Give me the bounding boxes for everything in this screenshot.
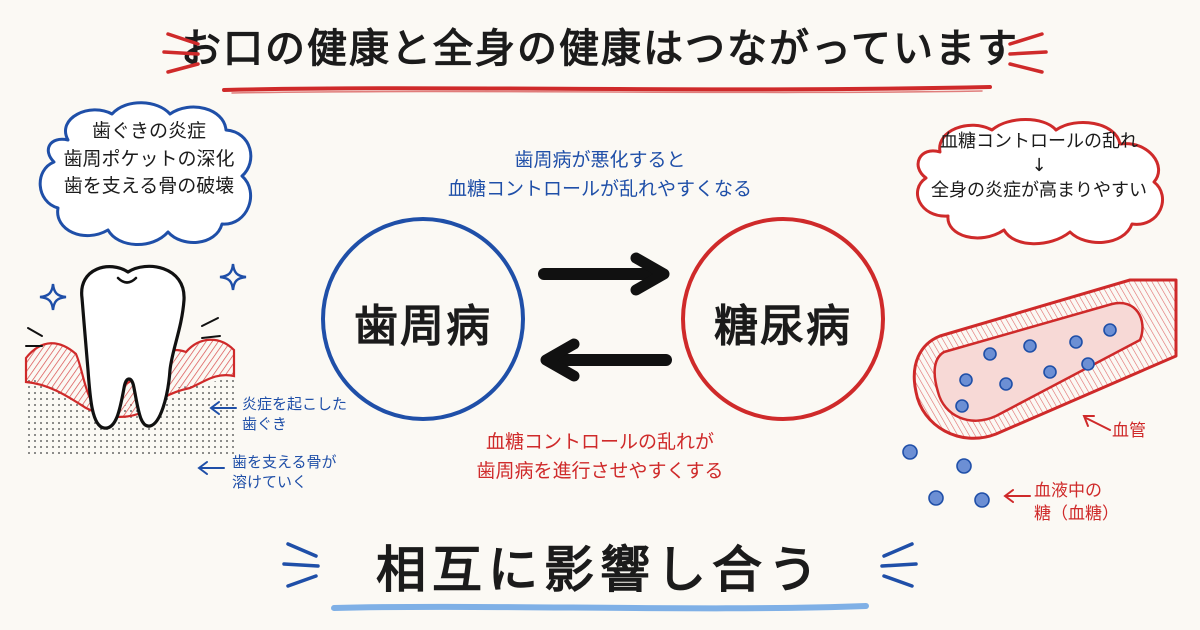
diabetes-circle (681, 217, 885, 421)
blood-vessel-icon (902, 278, 1178, 508)
periodontal-circle (321, 217, 525, 421)
gum-pointer-arrow (209, 401, 237, 415)
title-accent-left (162, 32, 200, 74)
tooth-shine-right (201, 317, 221, 339)
title-accent-right (1008, 32, 1048, 74)
sparkle-icon (39, 283, 67, 311)
arrow-left-icon (540, 338, 672, 382)
right-bubble-line1: 血糖コントロールの乱れ (940, 131, 1138, 152)
top-caption-line1: 歯周病が悪化すると (514, 149, 686, 171)
right-bubble-arrow: ↓ (1031, 155, 1047, 177)
top-caption-line2: 血糖コントロールが乱れやすくなる (447, 178, 752, 201)
periodontal-label: 歯周病 (354, 301, 492, 352)
bottom-accent-right (880, 542, 918, 588)
sugar-pointer-arrow (1003, 489, 1031, 503)
left-bubble-text: 歯ぐきの炎症 歯周ポケットの深化 歯を支える骨の破壊 (38, 118, 260, 201)
left-bubble-line: 歯ぐきの炎症 (91, 120, 206, 142)
title-underline (222, 85, 992, 94)
diabetes-label: 糖尿病 (714, 301, 852, 352)
bottom-caption-line2: 歯周病を進行させやすくする (476, 460, 724, 483)
arrow-right-icon (538, 252, 670, 296)
gum-label-line2: 歯ぐき (242, 415, 288, 434)
bone-pointer-arrow (197, 461, 225, 475)
left-bubble-line: 歯周ポケットの深化 (63, 147, 235, 170)
right-bubble-line2: 全身の炎症が高まりやすい (931, 179, 1147, 201)
right-bubble-text: 血糖コントロールの乱れ ↓ 全身の炎症が高まりやすい (910, 130, 1168, 203)
bone-label-line2: 溶けていく (232, 473, 308, 492)
sugar-label: 血液中の 糖（血糖） (1034, 480, 1184, 526)
tooth-icon (24, 264, 236, 458)
bone-label: 歯を支える骨が 溶けていく (232, 452, 382, 493)
left-bubble-line: 歯を支える骨の破壊 (63, 175, 235, 198)
sparkle-icon (219, 263, 247, 291)
vessel-label: 血管 (1112, 421, 1146, 441)
tooth-shine-left (25, 327, 43, 347)
bottom-accent-left (282, 542, 320, 588)
top-caption: 歯周病が悪化すると 血糖コントロールが乱れやすくなる (400, 146, 800, 205)
gum-label: 炎症を起こした 歯ぐき (242, 394, 382, 435)
sugar-label-line2: 糖（血糖） (1034, 503, 1119, 524)
left-cloud-bubble (38, 101, 253, 246)
right-cloud-bubble (915, 118, 1164, 246)
bottom-title-underline (331, 603, 869, 612)
bottom-title: 相互に影響し合う (376, 541, 824, 599)
vessel-pointer-arrow (1082, 415, 1111, 431)
bottom-caption: 血糖コントロールの乱れが 歯周病を進行させやすくする (400, 428, 800, 487)
gum-label-line1: 炎症を起こした (242, 395, 348, 413)
bottom-caption-line1: 血糖コントロールの乱れが (485, 431, 714, 453)
page-title: お口の健康と全身の健康はつながっています (181, 26, 1019, 72)
sugar-label-line1: 血液中の (1034, 481, 1102, 501)
bone-label-line1: 歯を支える骨が (232, 453, 337, 471)
